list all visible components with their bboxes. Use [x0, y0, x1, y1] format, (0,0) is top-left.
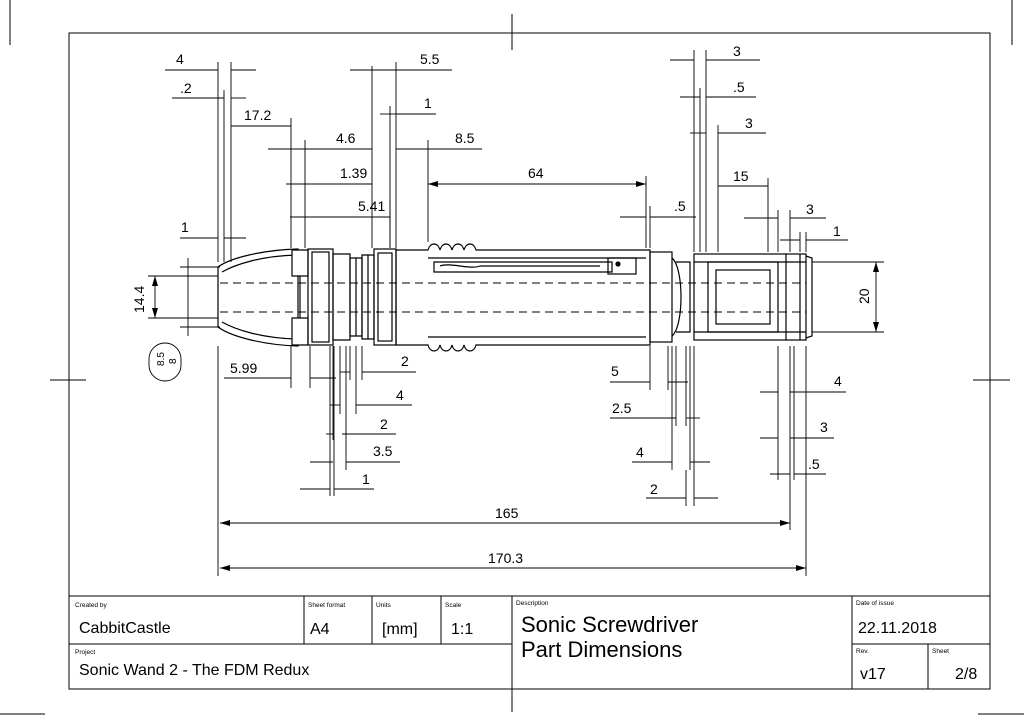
project-value: Sonic Wand 2 - The FDM Redux: [79, 662, 309, 679]
dim-label: 3: [820, 419, 828, 435]
dim-label: 15: [733, 168, 749, 184]
scale-label: Scale: [445, 602, 462, 609]
date-of-issue-value: 22.11.2018: [858, 620, 937, 637]
dim-label: 4: [176, 51, 184, 67]
dim-label: 2: [401, 353, 409, 369]
project-label: Project: [75, 649, 95, 656]
title-block: Created by CabbitCastle Sheet format A4 …: [69, 595, 990, 689]
dim-label: .2: [180, 80, 192, 96]
dim-label: 2: [650, 481, 658, 497]
units-value: [mm]: [382, 621, 418, 638]
dim-label: 2.5: [612, 400, 632, 416]
dim-label: 1: [362, 471, 370, 487]
dim-label: 4: [636, 444, 644, 460]
dim-label: 8: [168, 358, 179, 364]
dim-label: 165: [495, 505, 519, 521]
ring-section: [332, 253, 351, 341]
grip-ring: [373, 248, 397, 346]
dim-label: 1.39: [340, 165, 367, 181]
description-line-2: Part Dimensions: [521, 637, 682, 662]
dim-label: 8.5: [455, 130, 475, 146]
date-of-issue-label: Date of issue: [856, 600, 894, 607]
revision-value: v17: [860, 666, 886, 683]
dimension-labels: 4 .2 17.2 4.6 1.39 5.41 5.5 1 8.5 64 .5 …: [131, 43, 872, 566]
dim-label: .5: [674, 198, 686, 214]
dim-label: 2: [380, 416, 388, 432]
dim-label: 1: [424, 95, 432, 111]
dimension-lines: [148, 50, 884, 576]
dim-label: 8.5: [156, 352, 167, 366]
dim-label: 14.4: [131, 286, 147, 313]
created-by-label: Created by: [75, 602, 108, 609]
nose-cone: [217, 248, 299, 347]
units-label: Units: [376, 602, 392, 609]
dim-label: 5.5: [420, 51, 440, 67]
sheet-value: 2/8: [955, 666, 977, 683]
dim-label: 5.99: [230, 360, 257, 376]
switch-slot: [433, 261, 613, 273]
dim-label: 4.6: [336, 130, 356, 146]
emitter-cage: [693, 253, 807, 341]
dim-label: 1: [181, 219, 189, 235]
dim-label: 3.5: [373, 443, 393, 459]
dim-label: .5: [733, 79, 745, 95]
dim-label: 5.41: [358, 198, 385, 214]
dim-label: 4: [396, 387, 404, 403]
description-label: Description: [516, 600, 549, 607]
dim-label: 3: [806, 201, 814, 217]
sheet-label: Sheet: [932, 648, 949, 655]
hidden-lines: [220, 261, 806, 333]
sheet-format-value: A4: [310, 621, 330, 638]
dimension-arrows: [152, 181, 879, 571]
screwdriver-part-outline: [217, 243, 813, 352]
dim-label: 64: [528, 165, 544, 181]
dim-label: 20: [856, 288, 872, 304]
sheet-format-label: Sheet format: [308, 602, 345, 609]
dim-label: 3: [733, 43, 741, 59]
dim-label: 5: [611, 363, 619, 379]
scale-value: 1:1: [451, 621, 473, 638]
dim-label: 17.2: [244, 107, 271, 123]
created-by-value: CabbitCastle: [79, 620, 171, 637]
main-tube: [395, 243, 651, 352]
dim-label: 170.3: [488, 550, 523, 566]
description-line-1: Sonic Screwdriver: [521, 612, 698, 637]
end-collar: [649, 251, 673, 343]
dim-label: 4: [834, 373, 842, 389]
dim-label: .5: [808, 456, 820, 472]
dim-label: 1: [833, 223, 841, 239]
dim-label: 3: [745, 115, 753, 131]
revision-label: Rev.: [856, 648, 869, 655]
